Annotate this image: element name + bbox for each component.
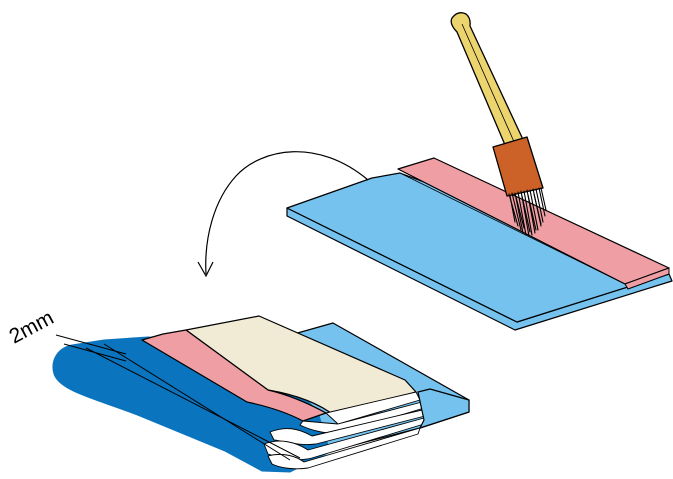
brush-handle-ridge <box>462 24 515 144</box>
brush-handle <box>451 13 526 152</box>
flat-sheet-group <box>287 158 672 330</box>
book-group <box>53 316 469 472</box>
brush-ferrule <box>493 137 543 196</box>
dimension-label: 2mm <box>6 306 58 348</box>
book-back-lip <box>418 389 469 428</box>
